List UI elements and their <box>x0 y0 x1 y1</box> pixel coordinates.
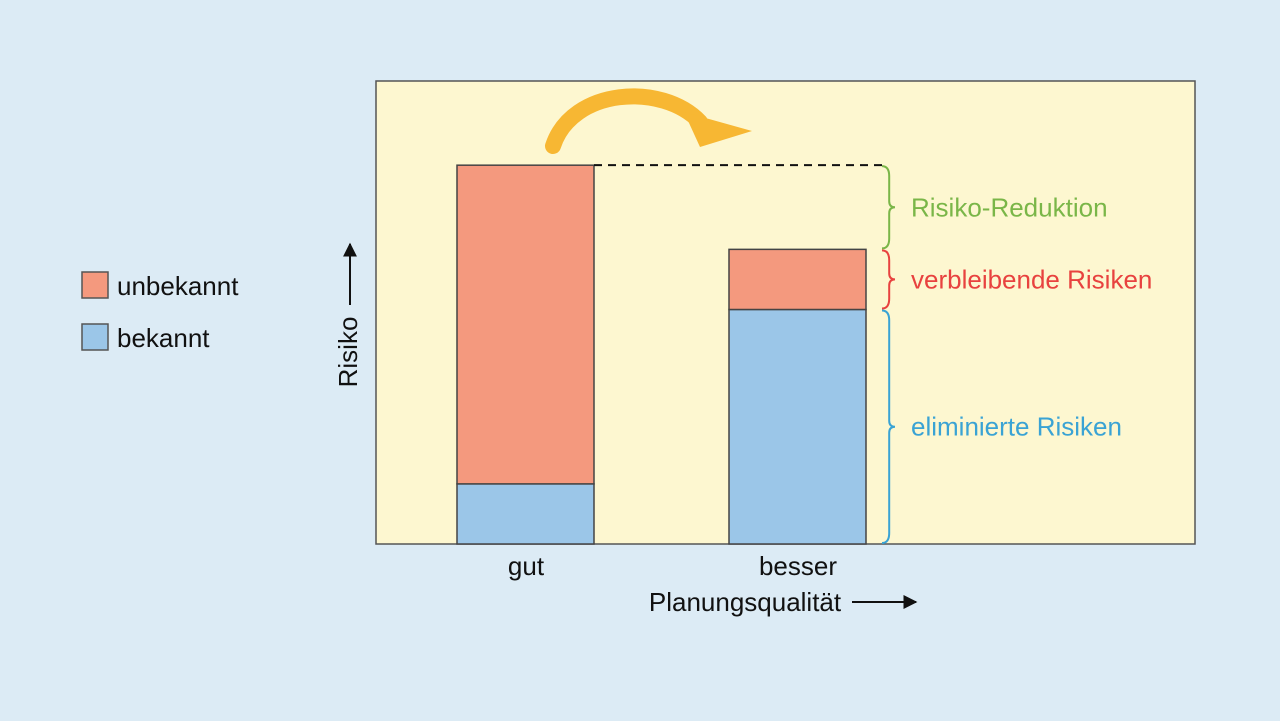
x-axis-label: Planungsqualität <box>649 587 842 617</box>
y-axis-label: Risiko <box>333 317 363 388</box>
bar-unbekannt-gut <box>456 164 595 485</box>
improvement-arrow-icon <box>545 88 752 154</box>
annotation-label-2: eliminierte Risiken <box>911 412 1122 442</box>
legend-label-unbekannt: unbekannt <box>117 271 239 301</box>
x-tick-label-gut: gut <box>508 551 545 581</box>
bars-layer <box>456 164 882 545</box>
annotation-brace-0 <box>881 165 896 250</box>
x-tick-label-besser: besser <box>759 551 837 581</box>
legend: unbekannt bekannt <box>81 271 239 353</box>
annotation-label-1: verbleibende Risiken <box>911 264 1152 294</box>
annotation-brace-2 <box>881 309 896 544</box>
legend-label-bekannt: bekannt <box>117 323 210 353</box>
annotation-brackets: Risiko-Reduktion verbleibende Risiken elim… <box>881 165 1152 544</box>
annotation-brace-1 <box>881 249 896 310</box>
legend-swatch-unbekannt <box>81 271 109 299</box>
bar-bekannt-besser <box>728 308 867 545</box>
bar-unbekannt-besser <box>728 248 867 311</box>
annotation-label-0: Risiko-Reduktion <box>911 192 1108 222</box>
legend-swatch-bekannt <box>81 323 109 351</box>
bar-bekannt-gut <box>456 483 595 545</box>
